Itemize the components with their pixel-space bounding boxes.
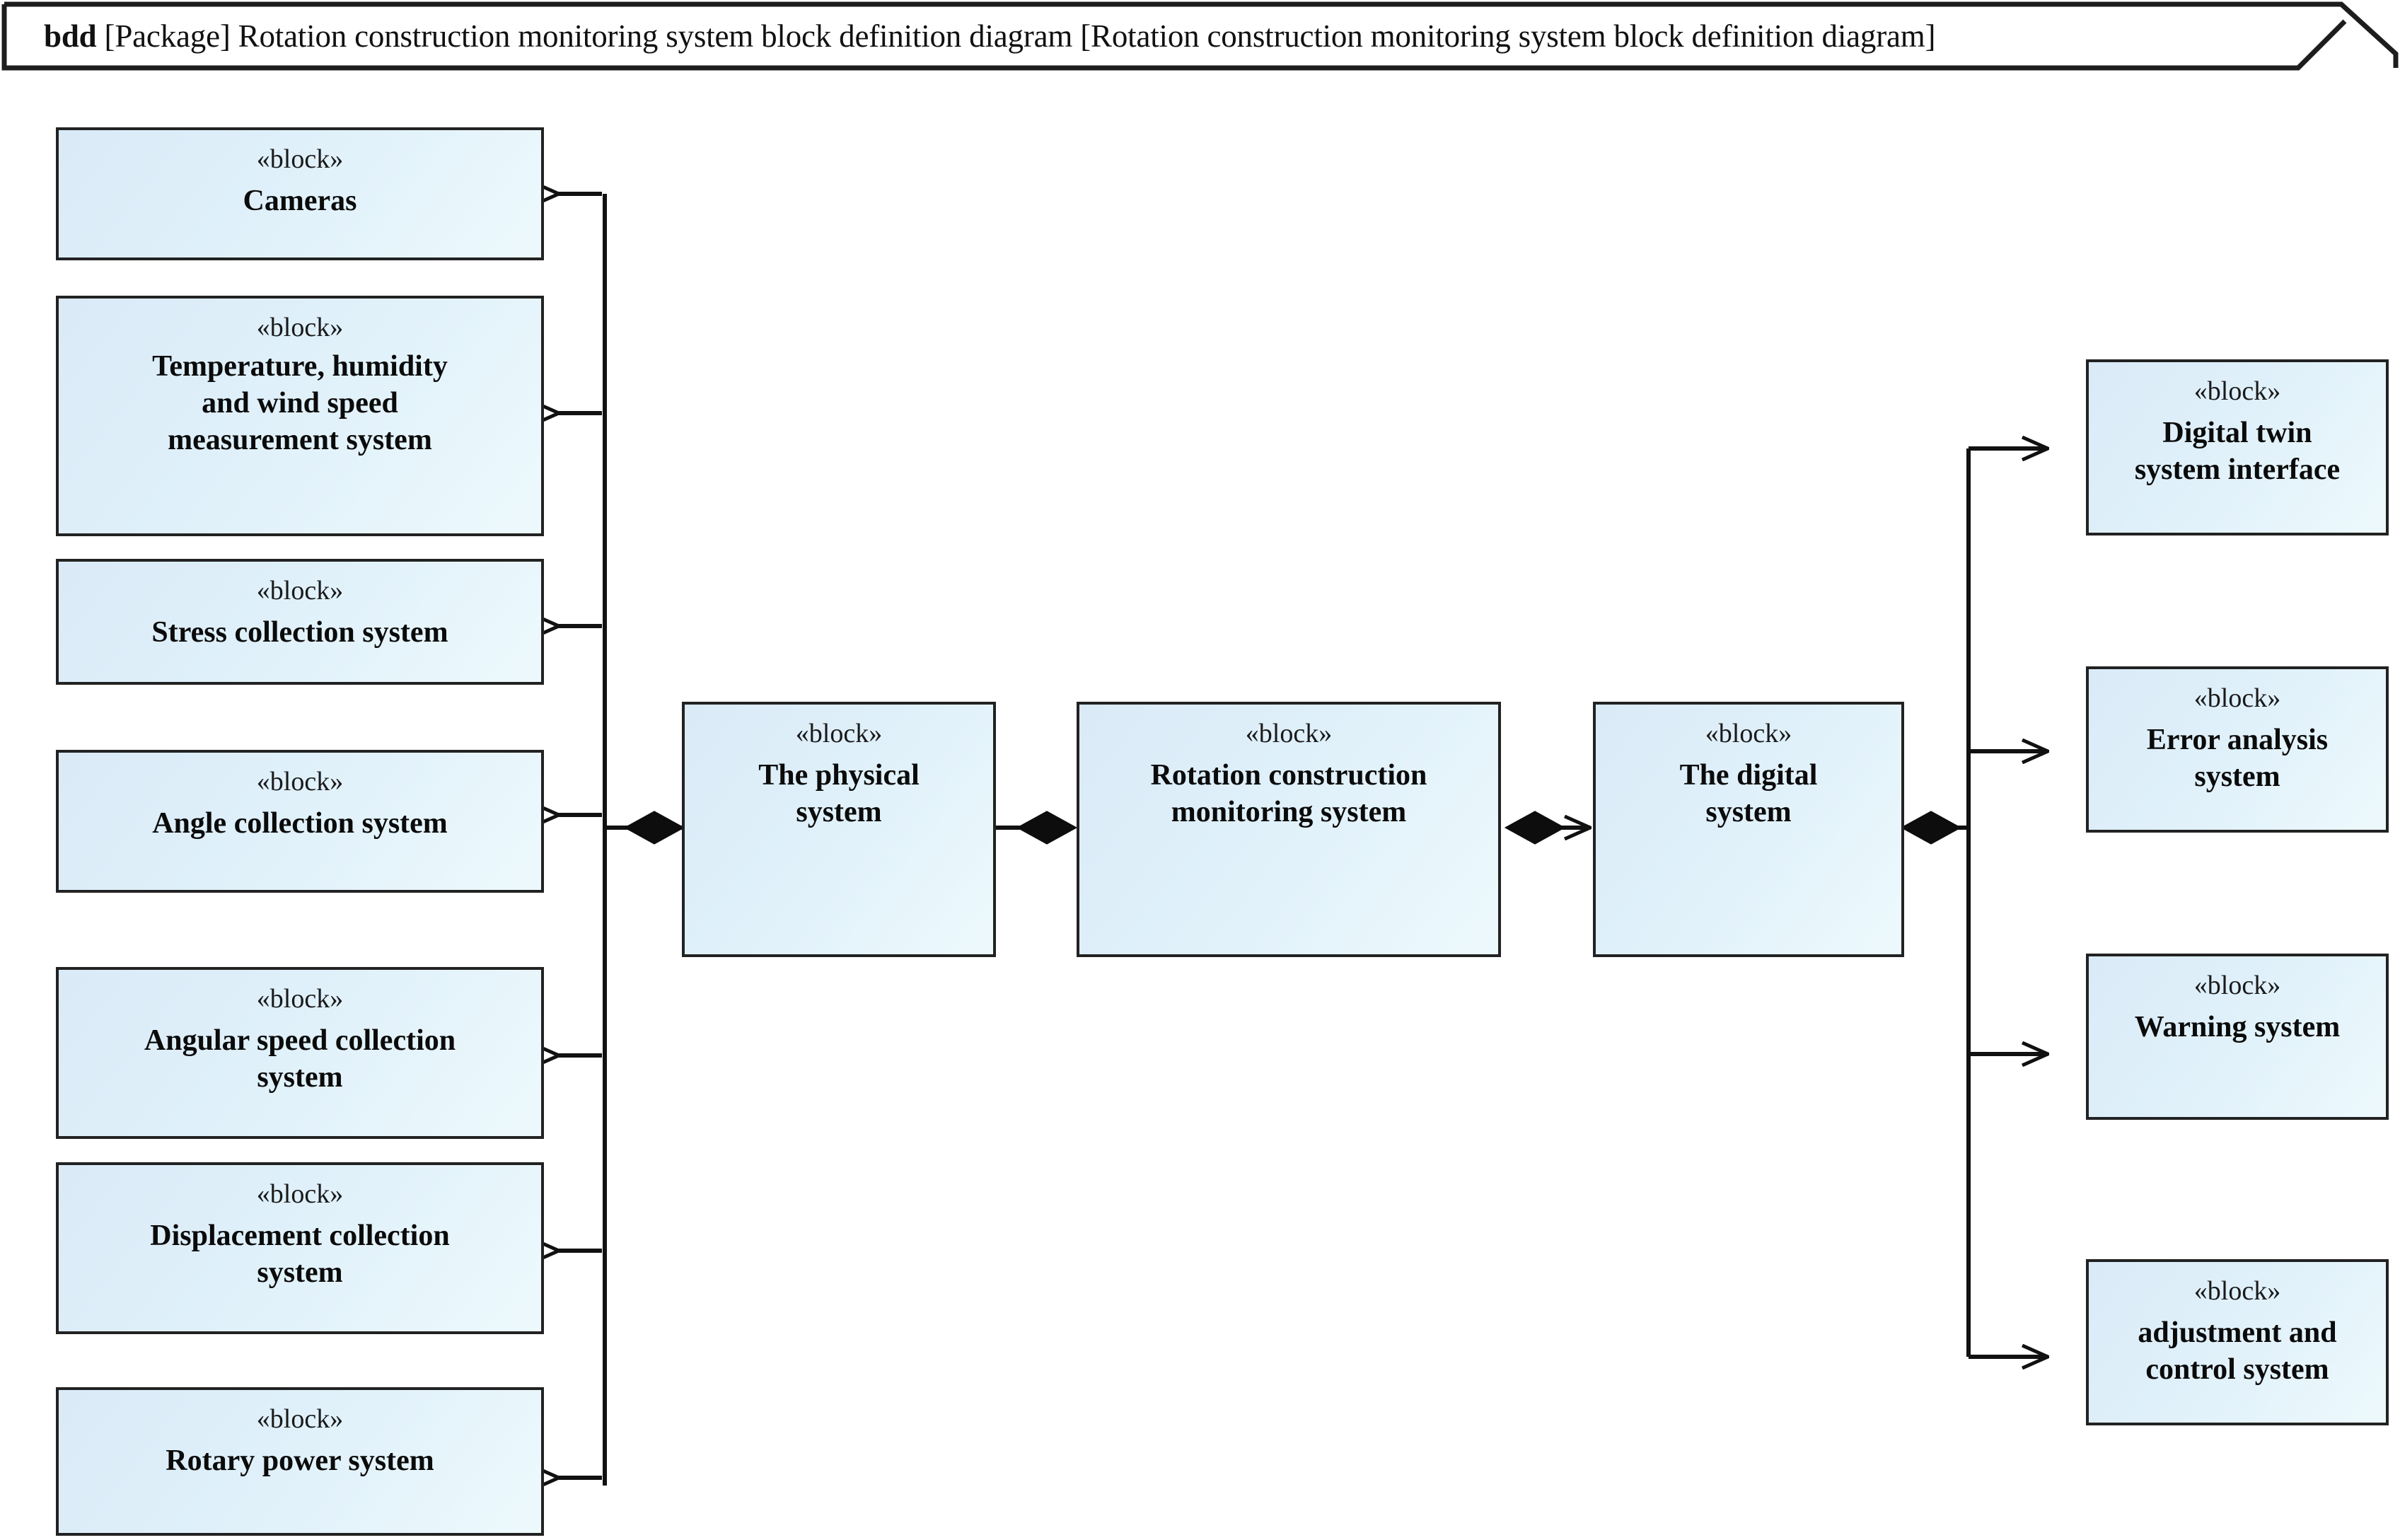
block-name: The physical system xyxy=(758,759,920,828)
block-stereotype: «block» xyxy=(1245,719,1333,748)
composition-diamond-digital xyxy=(1900,811,1962,845)
block-temperature-humidity-wind-speed[interactable]: «block» Temperature, humidity and wind s… xyxy=(56,296,544,536)
block-stereotype: «block» xyxy=(2193,376,2281,406)
block-the-physical-system[interactable]: «block» The physical system xyxy=(682,702,996,957)
block-name: adjustment and control system xyxy=(2138,1316,2337,1386)
block-name: Rotary power system xyxy=(166,1445,434,1477)
block-stereotype: «block» xyxy=(256,984,344,1014)
block-angle-collection-system[interactable]: «block» Angle collection system xyxy=(56,750,544,893)
composition-diamond-physical xyxy=(623,811,685,845)
composition-diamond-rcms-right xyxy=(1504,811,1566,845)
block-digital-twin-system-interface[interactable]: «block» Digital twin system interface xyxy=(2086,359,2389,535)
block-name: Cameras xyxy=(243,185,357,217)
block-name: Error analysis system xyxy=(2146,724,2329,793)
block-name: Rotation construction monitoring system xyxy=(1150,759,1427,828)
frame-keyword: bdd xyxy=(44,18,97,54)
composition-diamond-rcms-left xyxy=(1016,811,1078,845)
diagram-frame-title: bdd [Package] Rotation construction moni… xyxy=(44,18,1936,54)
block-error-analysis-system[interactable]: «block» Error analysis system xyxy=(2086,666,2389,833)
block-name: Warning system xyxy=(2134,1011,2341,1043)
block-rotary-power-system[interactable]: «block» Rotary power system xyxy=(56,1387,544,1536)
block-the-digital-system[interactable]: «block» The digital system xyxy=(1593,702,1904,957)
block-stereotype: «block» xyxy=(256,144,344,174)
block-name: Angle collection system xyxy=(152,807,448,840)
block-stereotype: «block» xyxy=(2193,1276,2281,1306)
block-adjustment-and-control-system[interactable]: «block» adjustment and control system xyxy=(2086,1259,2389,1425)
block-stereotype: «block» xyxy=(1705,719,1792,748)
block-name: The digital system xyxy=(1679,759,1818,828)
block-name: Stress collection system xyxy=(151,616,448,649)
block-stereotype: «block» xyxy=(795,719,883,748)
block-stereotype: «block» xyxy=(256,1179,344,1209)
block-stress-collection-system[interactable]: «block» Stress collection system xyxy=(56,559,544,685)
block-stereotype: «block» xyxy=(256,767,344,797)
block-name: Temperature, humidity and wind speed mea… xyxy=(152,350,448,456)
block-angular-speed-collection-system[interactable]: «block» Angular speed collection system xyxy=(56,967,544,1139)
block-warning-system[interactable]: «block» Warning system xyxy=(2086,954,2389,1120)
frame-label: [Package] Rotation construction monitori… xyxy=(96,18,1936,54)
block-name: Angular speed collection system xyxy=(144,1024,456,1094)
block-displacement-collection-system[interactable]: «block» Displacement collection system xyxy=(56,1162,544,1334)
left-composition-bus xyxy=(559,194,683,1486)
right-composition-bus xyxy=(1927,448,2048,1357)
block-stereotype: «block» xyxy=(256,576,344,606)
block-name: Digital twin system interface xyxy=(2134,417,2341,486)
block-stereotype: «block» xyxy=(256,313,344,342)
block-stereotype: «block» xyxy=(256,1404,344,1434)
block-rotation-construction-monitoring-system[interactable]: «block» Rotation construction monitoring… xyxy=(1077,702,1501,957)
block-name: Displacement collection system xyxy=(150,1220,450,1289)
block-cameras[interactable]: «block» Cameras xyxy=(56,127,544,260)
block-stereotype: «block» xyxy=(2193,683,2281,713)
block-stereotype: «block» xyxy=(2193,971,2281,1000)
